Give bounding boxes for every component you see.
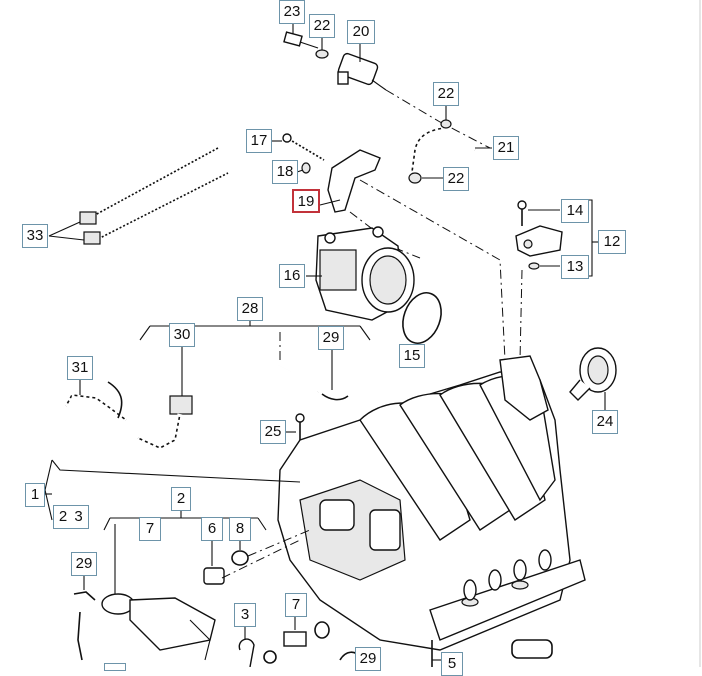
callout-6[interactable]: 6: [201, 517, 223, 541]
solenoid-valve: [101, 593, 216, 661]
callout-29[interactable]: 29: [71, 552, 97, 576]
connector-24: [569, 347, 617, 401]
callout-1[interactable]: 1: [25, 483, 45, 507]
callout-31[interactable]: 31: [67, 356, 93, 380]
callout-19[interactable]: 19: [292, 189, 320, 213]
cable-ties-33: [79, 146, 229, 245]
callout-23[interactable]: 23: [279, 0, 305, 24]
valve-20: [337, 52, 387, 91]
callout-3[interactable]: 3: [234, 603, 256, 627]
callout-33[interactable]: 33: [22, 224, 48, 248]
callout-22[interactable]: 22: [443, 167, 469, 191]
callout-16[interactable]: 16: [279, 264, 305, 288]
intake-manifold: [277, 355, 586, 651]
callout-20[interactable]: 20: [347, 20, 375, 44]
callout-21[interactable]: 21: [493, 136, 519, 160]
callout-30[interactable]: 30: [169, 323, 195, 347]
hose-connector-23: [283, 31, 319, 49]
callout-18[interactable]: 18: [272, 160, 298, 184]
callout-17[interactable]: 17: [246, 129, 272, 153]
callout-13[interactable]: 13: [561, 255, 589, 279]
callout-22[interactable]: 22: [309, 14, 335, 38]
callout-partial: [104, 663, 126, 671]
callout-24[interactable]: 24: [592, 410, 618, 434]
callout-5[interactable]: 5: [441, 652, 463, 676]
callout-28[interactable]: 28: [237, 297, 263, 321]
callout-14[interactable]: 14: [561, 199, 589, 223]
sensor-12: [515, 225, 563, 257]
callout-22[interactable]: 22: [433, 82, 459, 106]
throttle-body-16: [315, 226, 415, 321]
callout-29[interactable]: 29: [355, 647, 381, 671]
clip-22-top: [315, 49, 329, 59]
callout-12[interactable]: 12: [598, 230, 626, 254]
callout-29[interactable]: 29: [318, 326, 344, 350]
callout-2[interactable]: 2: [171, 487, 191, 511]
bolt-17: [282, 133, 325, 162]
callout-25[interactable]: 25: [260, 420, 286, 444]
callout-7[interactable]: 7: [285, 593, 307, 617]
callout-7[interactable]: 7: [139, 517, 161, 541]
callout-15[interactable]: 15: [399, 344, 425, 368]
callout-8[interactable]: 8: [229, 517, 251, 541]
callout-3-overlapped: 3: [69, 505, 89, 529]
